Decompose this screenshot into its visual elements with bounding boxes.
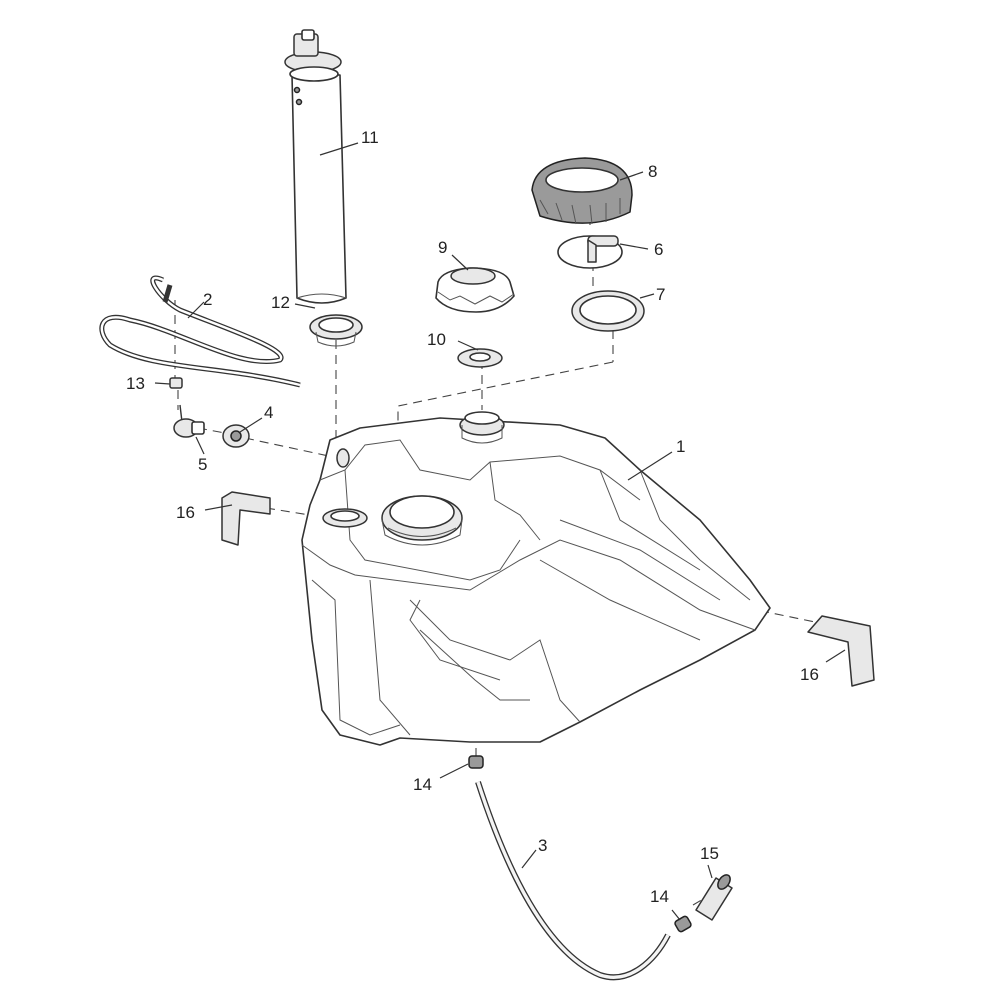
leader-lines (154, 142, 846, 921)
hose-fitting (695, 874, 733, 921)
hose-clip (169, 377, 183, 389)
pump-seal-ring (571, 290, 645, 332)
tank-bracket-right (807, 615, 875, 687)
callout-labels: 1 2 3 4 5 6 7 8 9 10 11 12 13 14 14 15 1… (126, 128, 819, 906)
callout-14-upper: 14 (413, 775, 432, 794)
lock-ring (531, 157, 633, 225)
callout-11: 11 (361, 128, 379, 147)
callout-10: 10 (427, 330, 446, 349)
cap-seal (457, 348, 503, 368)
hose-clamp-upper (468, 755, 484, 769)
callout-16-right: 16 (800, 665, 819, 684)
vent-valve (173, 404, 205, 438)
callout-5: 5 (198, 455, 207, 474)
fuel-level-sender (284, 29, 347, 304)
callout-16-left: 16 (176, 503, 195, 522)
pump-plate (557, 235, 623, 269)
fuel-hose (475, 781, 671, 981)
vent-hose (99, 275, 301, 388)
hose-clamp-lower (674, 915, 692, 933)
fuel-tank (301, 411, 771, 746)
callout-9: 9 (438, 238, 447, 257)
tank-bracket-left (221, 491, 271, 546)
callout-14-lower: 14 (650, 887, 669, 906)
callout-2: 2 (203, 290, 212, 309)
callout-1: 1 (676, 437, 685, 456)
callout-12: 12 (271, 293, 290, 312)
callout-3: 3 (538, 836, 547, 855)
sender-grommet (309, 314, 363, 347)
callout-13: 13 (126, 374, 145, 393)
callout-4: 4 (264, 403, 273, 422)
callout-6: 6 (654, 240, 663, 259)
callout-8: 8 (648, 162, 657, 181)
callout-15: 15 (700, 844, 719, 863)
callout-7: 7 (656, 285, 665, 304)
fuel-cap (435, 267, 515, 313)
